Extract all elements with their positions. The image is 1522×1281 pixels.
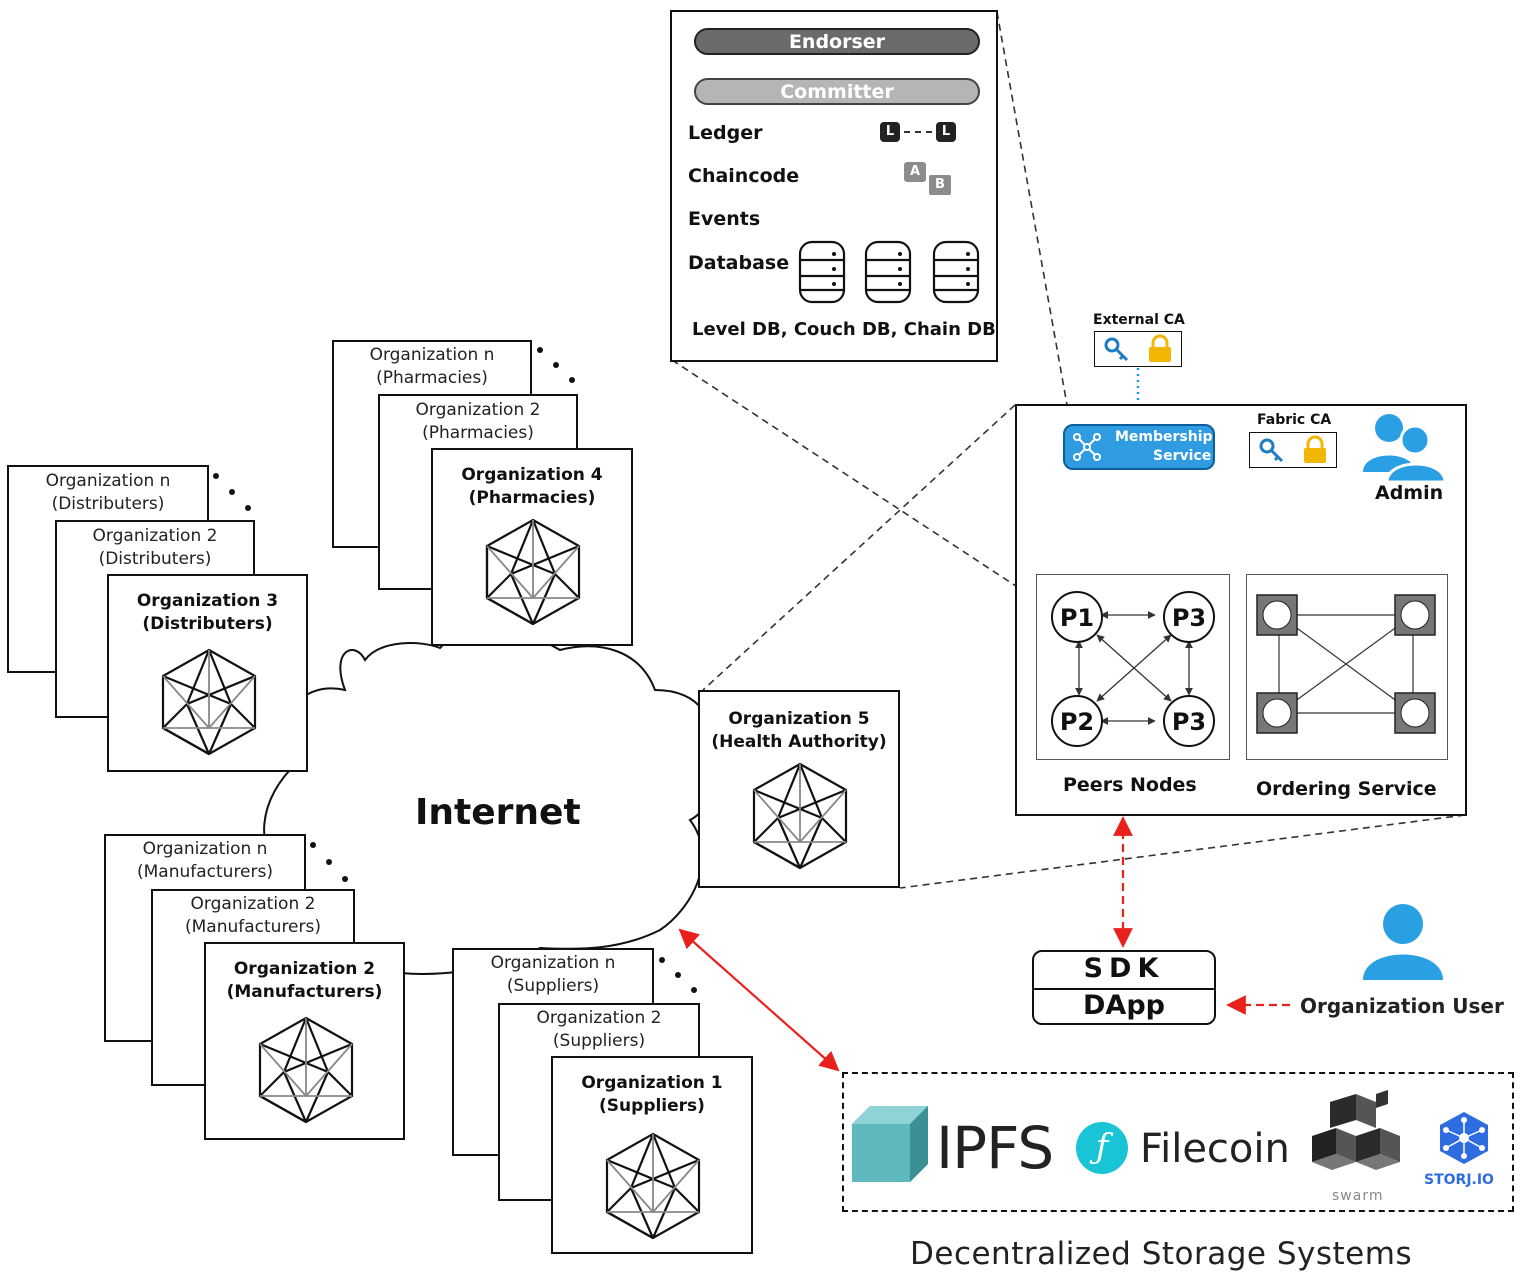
blockchain-node-icon bbox=[161, 648, 257, 756]
sdk-label: SDK bbox=[1034, 952, 1214, 990]
organization-user-label: Organization User bbox=[1300, 994, 1504, 1018]
org-name: Organization n bbox=[369, 345, 495, 365]
admin-icon bbox=[1363, 414, 1447, 482]
org-name: Organization 2 bbox=[190, 894, 316, 914]
database-icons bbox=[798, 240, 980, 304]
org-type: (Pharmacies) bbox=[376, 368, 488, 388]
ledger-icon: L L bbox=[880, 122, 960, 144]
org-name: Organization 2 bbox=[92, 526, 218, 546]
endorser-bar: Endorser bbox=[694, 28, 980, 55]
org-type: (Manufacturers) bbox=[136, 862, 273, 882]
peers-box: P1 P3 P2 P3 bbox=[1036, 574, 1230, 760]
org-type: (Distributers) bbox=[51, 494, 165, 514]
fabric-ca-box bbox=[1249, 432, 1337, 468]
cloud-storage-arrow bbox=[678, 928, 840, 1072]
org-name: Organization n bbox=[142, 839, 268, 859]
org-type: (Suppliers) bbox=[506, 976, 600, 996]
blockchain-node-icon bbox=[752, 762, 848, 870]
fabric-ca-label: Fabric CA bbox=[1257, 412, 1332, 428]
peer-node-p3-bottom: P3 bbox=[1163, 695, 1215, 747]
org-type: (Pharmacies) bbox=[422, 423, 534, 443]
ipfs-logo-text: IPFS bbox=[936, 1114, 1054, 1182]
chaincode-icon: A B bbox=[904, 162, 954, 202]
lock-icon bbox=[1149, 334, 1171, 362]
blockchain-node-icon bbox=[485, 518, 581, 626]
peer-node-p1: P1 bbox=[1051, 591, 1103, 643]
org-name: Organization 2 bbox=[233, 959, 376, 979]
org-name: Organization 5 bbox=[728, 709, 870, 729]
ledger-label: Ledger bbox=[688, 122, 763, 144]
admin-label: Admin bbox=[1375, 482, 1444, 504]
zoom-lines bbox=[671, 11, 1466, 889]
peer-node-p2: P2 bbox=[1051, 695, 1103, 747]
org-name: Organization 2 bbox=[536, 1008, 662, 1028]
org-type: (Suppliers) bbox=[552, 1031, 646, 1051]
org-type: (Health Authority) bbox=[711, 732, 887, 752]
database-icon bbox=[932, 240, 980, 304]
ledger-icon-right: L bbox=[936, 122, 956, 142]
chaincode-icon-b: B bbox=[928, 174, 952, 196]
org-type: (Manufacturers) bbox=[226, 982, 383, 1002]
dapp-label: DApp bbox=[1083, 990, 1165, 1021]
org-name: Organization 1 bbox=[581, 1073, 723, 1093]
swarm-icon bbox=[1312, 1090, 1400, 1170]
user-icon bbox=[1363, 904, 1443, 980]
org-card-health-authority: Organization 5 (Health Authority) bbox=[698, 690, 900, 888]
filecoin-icon: ƒ bbox=[1076, 1122, 1128, 1174]
membership-service: Membership Service bbox=[1063, 424, 1215, 470]
membership-line1: Membership bbox=[1115, 429, 1213, 445]
peer-detail-panel: Endorser Committer Ledger Chaincode Even… bbox=[670, 10, 998, 362]
org-name: Organization 3 bbox=[136, 591, 279, 611]
database-types: Level DB, Couch DB, Chain DB bbox=[692, 319, 996, 340]
database-icon bbox=[864, 240, 912, 304]
key-icon bbox=[1259, 438, 1284, 463]
storj-logo-text: STORJ.IO bbox=[1424, 1172, 1494, 1188]
org-type: (Suppliers) bbox=[599, 1096, 705, 1116]
ordering-caption: Ordering Service bbox=[1256, 778, 1437, 800]
key-icon bbox=[1104, 337, 1129, 362]
org-type: (Distributers) bbox=[142, 614, 273, 634]
org-type: (Manufacturers) bbox=[184, 917, 321, 937]
membership-line2: Service bbox=[1153, 448, 1212, 464]
internet-label: Internet bbox=[415, 792, 581, 833]
org-card-distributers-3: Organization 3 (Distributers) bbox=[107, 574, 308, 772]
swarm-logo-text: swarm bbox=[1332, 1188, 1384, 1204]
org-name: Organization n bbox=[490, 953, 616, 973]
org-card-suppliers-1: Organization 1 (Suppliers) bbox=[551, 1056, 753, 1254]
chaincode-icon-a: A bbox=[904, 162, 926, 182]
blockchain-node-icon bbox=[605, 1132, 701, 1240]
ipfs-cube-icon bbox=[852, 1106, 928, 1182]
sdk-dapp-box: SDK DApp bbox=[1032, 950, 1216, 1025]
chaincode-label: Chaincode bbox=[688, 165, 800, 187]
peer-links bbox=[1075, 611, 1193, 725]
ledger-icon-left: L bbox=[880, 122, 900, 142]
external-ca-label: External CA bbox=[1093, 312, 1185, 328]
peer-node-p3-top: P3 bbox=[1163, 591, 1215, 643]
org-name: Organization 4 bbox=[461, 465, 603, 485]
fabric-network-panel: Membership Service Fabric CA Admin P1 P3 bbox=[1015, 404, 1467, 816]
filecoin-logo-text: Filecoin bbox=[1140, 1126, 1290, 1172]
org-card-pharmacies-4: Organization 4 (Pharmacies) bbox=[431, 448, 633, 646]
org-card-manufacturers-main: Organization 2 (Manufacturers) bbox=[204, 942, 405, 1140]
storj-icon bbox=[1440, 1112, 1488, 1164]
org-name: Organization n bbox=[45, 471, 171, 491]
lock-icon bbox=[1304, 435, 1326, 463]
storage-box: IPFS ƒ Filecoin swarm STORJ.IO bbox=[842, 1072, 1514, 1212]
ellipsis-dots bbox=[213, 347, 697, 993]
ordering-nodes bbox=[1256, 594, 1436, 734]
committer-bar: Committer bbox=[694, 78, 980, 105]
external-ca-box bbox=[1094, 331, 1182, 367]
storage-caption: Decentralized Storage Systems bbox=[910, 1236, 1413, 1272]
peers-caption: Peers Nodes bbox=[1063, 774, 1197, 796]
org-type: (Distributers) bbox=[98, 549, 212, 569]
org-name: Organization 2 bbox=[415, 400, 541, 420]
ordering-box bbox=[1246, 574, 1448, 760]
blockchain-node-icon bbox=[258, 1016, 354, 1124]
network-icon bbox=[1073, 433, 1101, 461]
database-icon bbox=[798, 240, 846, 304]
database-label: Database bbox=[688, 252, 790, 274]
org-type: (Pharmacies) bbox=[468, 488, 596, 508]
events-label: Events bbox=[688, 208, 761, 230]
